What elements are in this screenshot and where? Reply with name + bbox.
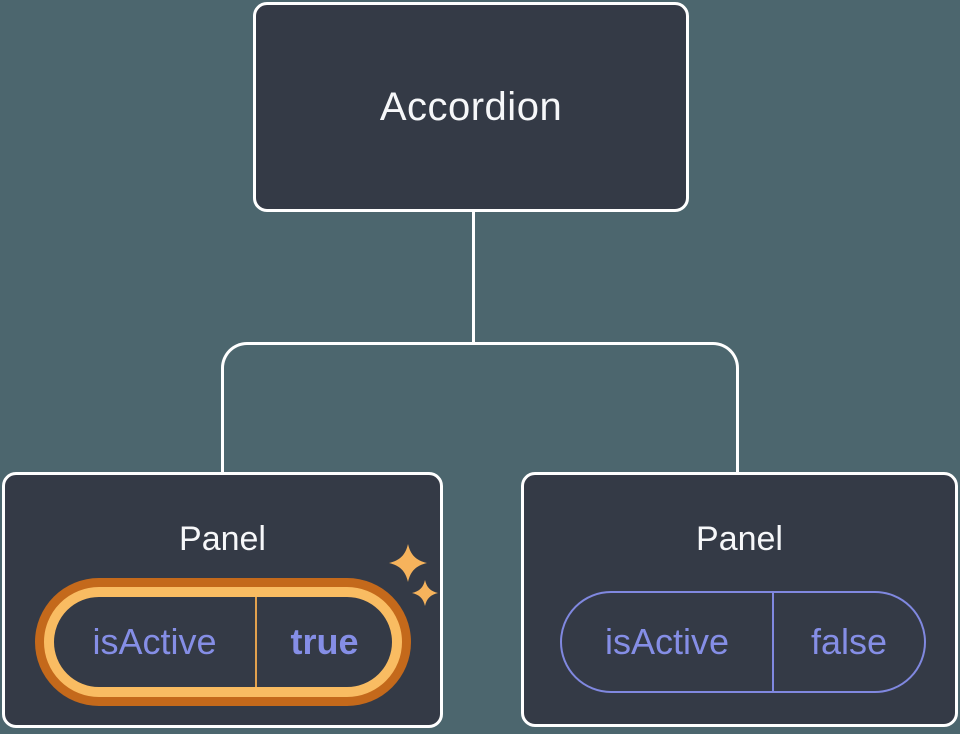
- state-prop-value: false: [810, 621, 888, 662]
- panel-node-label: Panel: [179, 520, 266, 558]
- sparkle-icon: [389, 544, 427, 582]
- pill-divider: [255, 597, 257, 687]
- state-pill-active: isActive true: [44, 587, 402, 697]
- state-prop-name: isActive: [604, 621, 730, 662]
- state-prop-value: true: [290, 621, 359, 662]
- pill-divider: [772, 593, 774, 691]
- sparkle-icon-small: [412, 580, 438, 606]
- panel-node-label: Panel: [696, 520, 783, 558]
- state-prop-name: isActive: [92, 621, 217, 662]
- connector-root-stub: [472, 210, 475, 344]
- tree-node-panel-active: Panel isActive true: [2, 472, 443, 728]
- connector-branch: [221, 342, 739, 473]
- state-pill-inactive: isActive false: [560, 591, 926, 693]
- tree-node-panel-inactive: Panel isActive false: [521, 472, 958, 727]
- tree-node-accordion: Accordion: [253, 2, 689, 212]
- accordion-node-label: Accordion: [379, 84, 563, 129]
